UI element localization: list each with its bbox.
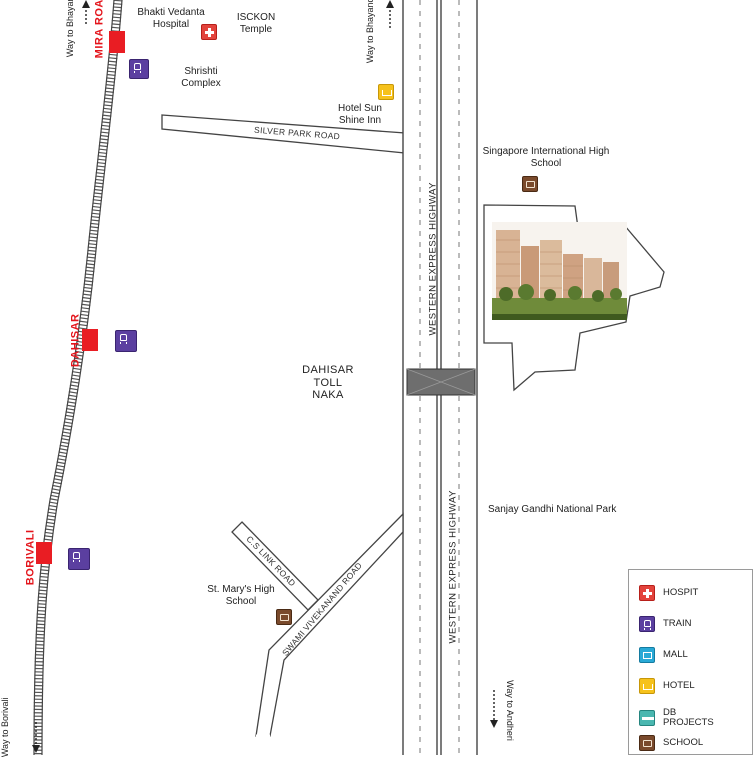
hospital-icon [639,585,655,601]
hospital-icon [201,24,217,40]
train-icon [639,616,655,632]
train-icon [115,330,137,352]
legend-label: MALL [663,649,688,661]
school-icon [276,609,292,625]
road-label-western-express-lower: WESTERN EXPRESS HIGHWAY [447,490,459,644]
legend-label: SCHOOL [663,737,704,749]
landmark-singapore-school: Singapore International High School [482,146,610,169]
direction-arrow-bottom-left [32,722,40,753]
landmark-dahisar-toll-naka: DAHISAR TOLL NAKA [302,364,354,402]
direction-label-top-middle: Way to Bhayander [364,0,375,64]
station-marker-mira-road [109,31,125,53]
direction-arrow-top-middle [386,0,394,28]
direction-label-bottom-right: Way to Andheri [505,680,516,741]
legend-label: HOTEL [663,680,695,692]
direction-label-top-left: Way to Bhayander [64,0,75,58]
hotel-icon [378,84,394,100]
legend-label: HOSPIT [663,587,699,599]
db-projects-icon [639,710,655,726]
landmark-iskcon-temple: ISCKON Temple [236,12,276,35]
direction-arrow-bottom-right [490,690,498,728]
direction-arrow-top-left [82,0,90,24]
cs-link-road [231,521,319,611]
school-icon [522,176,538,192]
landmark-sanjay-gandhi-national-park: Sanjay Gandhi National Park [488,504,617,515]
station-label-dahisar: DAHISAR [69,313,82,368]
landmark-hotel-sun-shine-inn: Hotel Sun Shine Inn [338,103,382,126]
train-icon [129,59,149,79]
station-label-mira-road: MIRA ROAD [93,0,106,59]
legend-item-db-projects: DB PROJECTS [639,706,719,730]
direction-label-bottom-left: Way to Borivali [0,697,10,757]
road-label-western-express-upper: WESTERN EXPRESS HIGHWAY [427,182,439,336]
legend-label: DB PROJECTS [663,707,714,728]
legend-item-school: SCHOOL [639,734,703,752]
train-icon [68,548,90,570]
station-marker-dahisar [82,329,98,351]
mall-icon [639,647,655,663]
swami-vivekanand-road [255,512,404,738]
legend-item-train: TRAIN [639,615,692,633]
school-icon [639,735,655,751]
map-legend: HOSPIT TRAIN MALL HOTEL DB PROJECTS SCHO… [628,569,753,755]
railway-line [33,0,123,755]
project-building-image [492,222,627,320]
hotel-icon [639,678,655,694]
station-marker-borivali [36,542,52,564]
landmark-st-marys-school: St. Mary's High School [207,584,275,607]
legend-item-hotel: HOTEL [639,677,695,695]
legend-item-mall: MALL [639,646,688,664]
landmark-bhakti-vedanta-hospital: Bhakti Vedanta Hospital [137,7,205,30]
station-label-borivali: BORIVALI [24,529,37,586]
legend-item-hospital: HOSPIT [639,584,698,602]
legend-label: TRAIN [663,618,692,630]
landmark-shrishti-complex: Shrishti Complex [181,66,221,89]
